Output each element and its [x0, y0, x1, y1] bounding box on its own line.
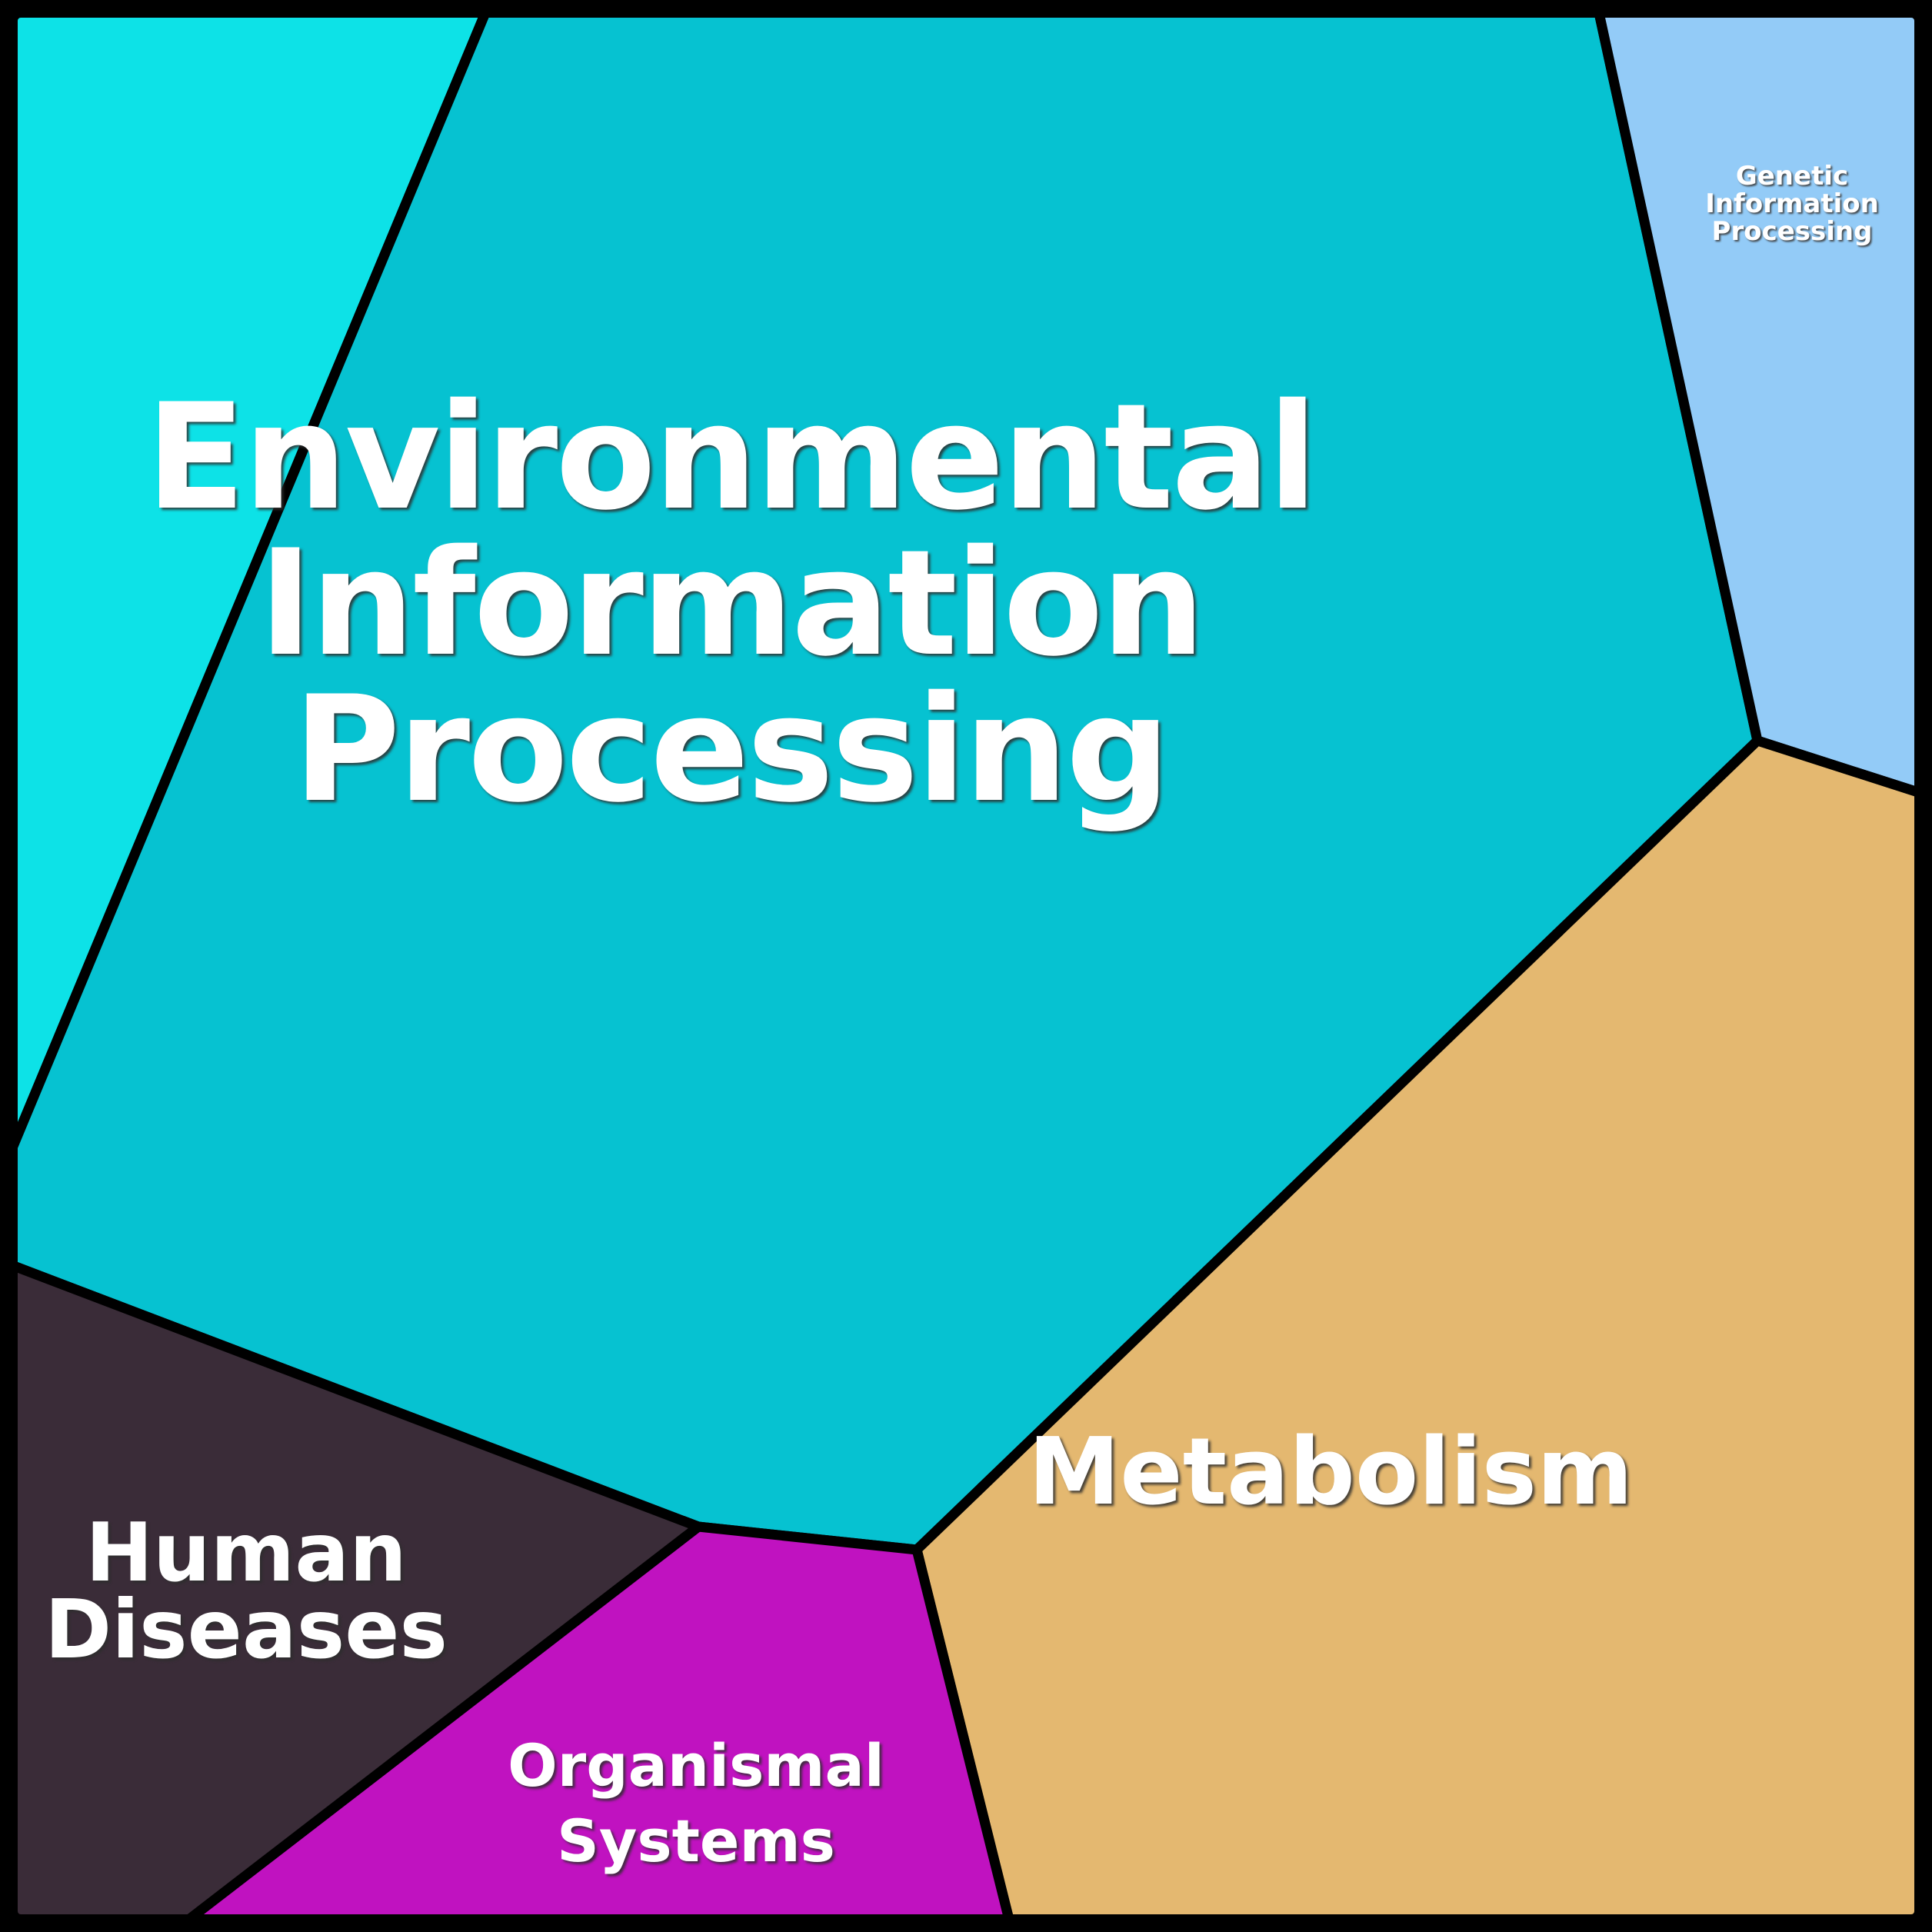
eip-line-1: Environmental [146, 372, 1316, 542]
gip-line-2: Information [1705, 188, 1879, 219]
human-diseases-line-1: Human [85, 1506, 407, 1600]
gip-line-3: Processing [1712, 216, 1873, 247]
label-metabolism: Metabolism [1028, 1419, 1633, 1526]
eip-line-3: Processing [293, 665, 1168, 834]
organismal-line-2: Systems [557, 1807, 835, 1875]
label-human-diseases: Human Diseases [45, 1506, 448, 1677]
human-diseases-line-2: Diseases [45, 1583, 448, 1677]
label-organismal-systems: Organismal Systems [508, 1731, 884, 1875]
organismal-line-1: Organismal [508, 1731, 884, 1800]
metabolism-line-1: Metabolism [1028, 1419, 1633, 1526]
eip-line-2: Information [258, 518, 1203, 688]
label-environmental-information-processing: Environmental Information Processing [146, 372, 1318, 834]
gip-line-1: Genetic [1736, 161, 1848, 192]
label-genetic-information-processing: Genetic Information Processing [1705, 161, 1879, 247]
